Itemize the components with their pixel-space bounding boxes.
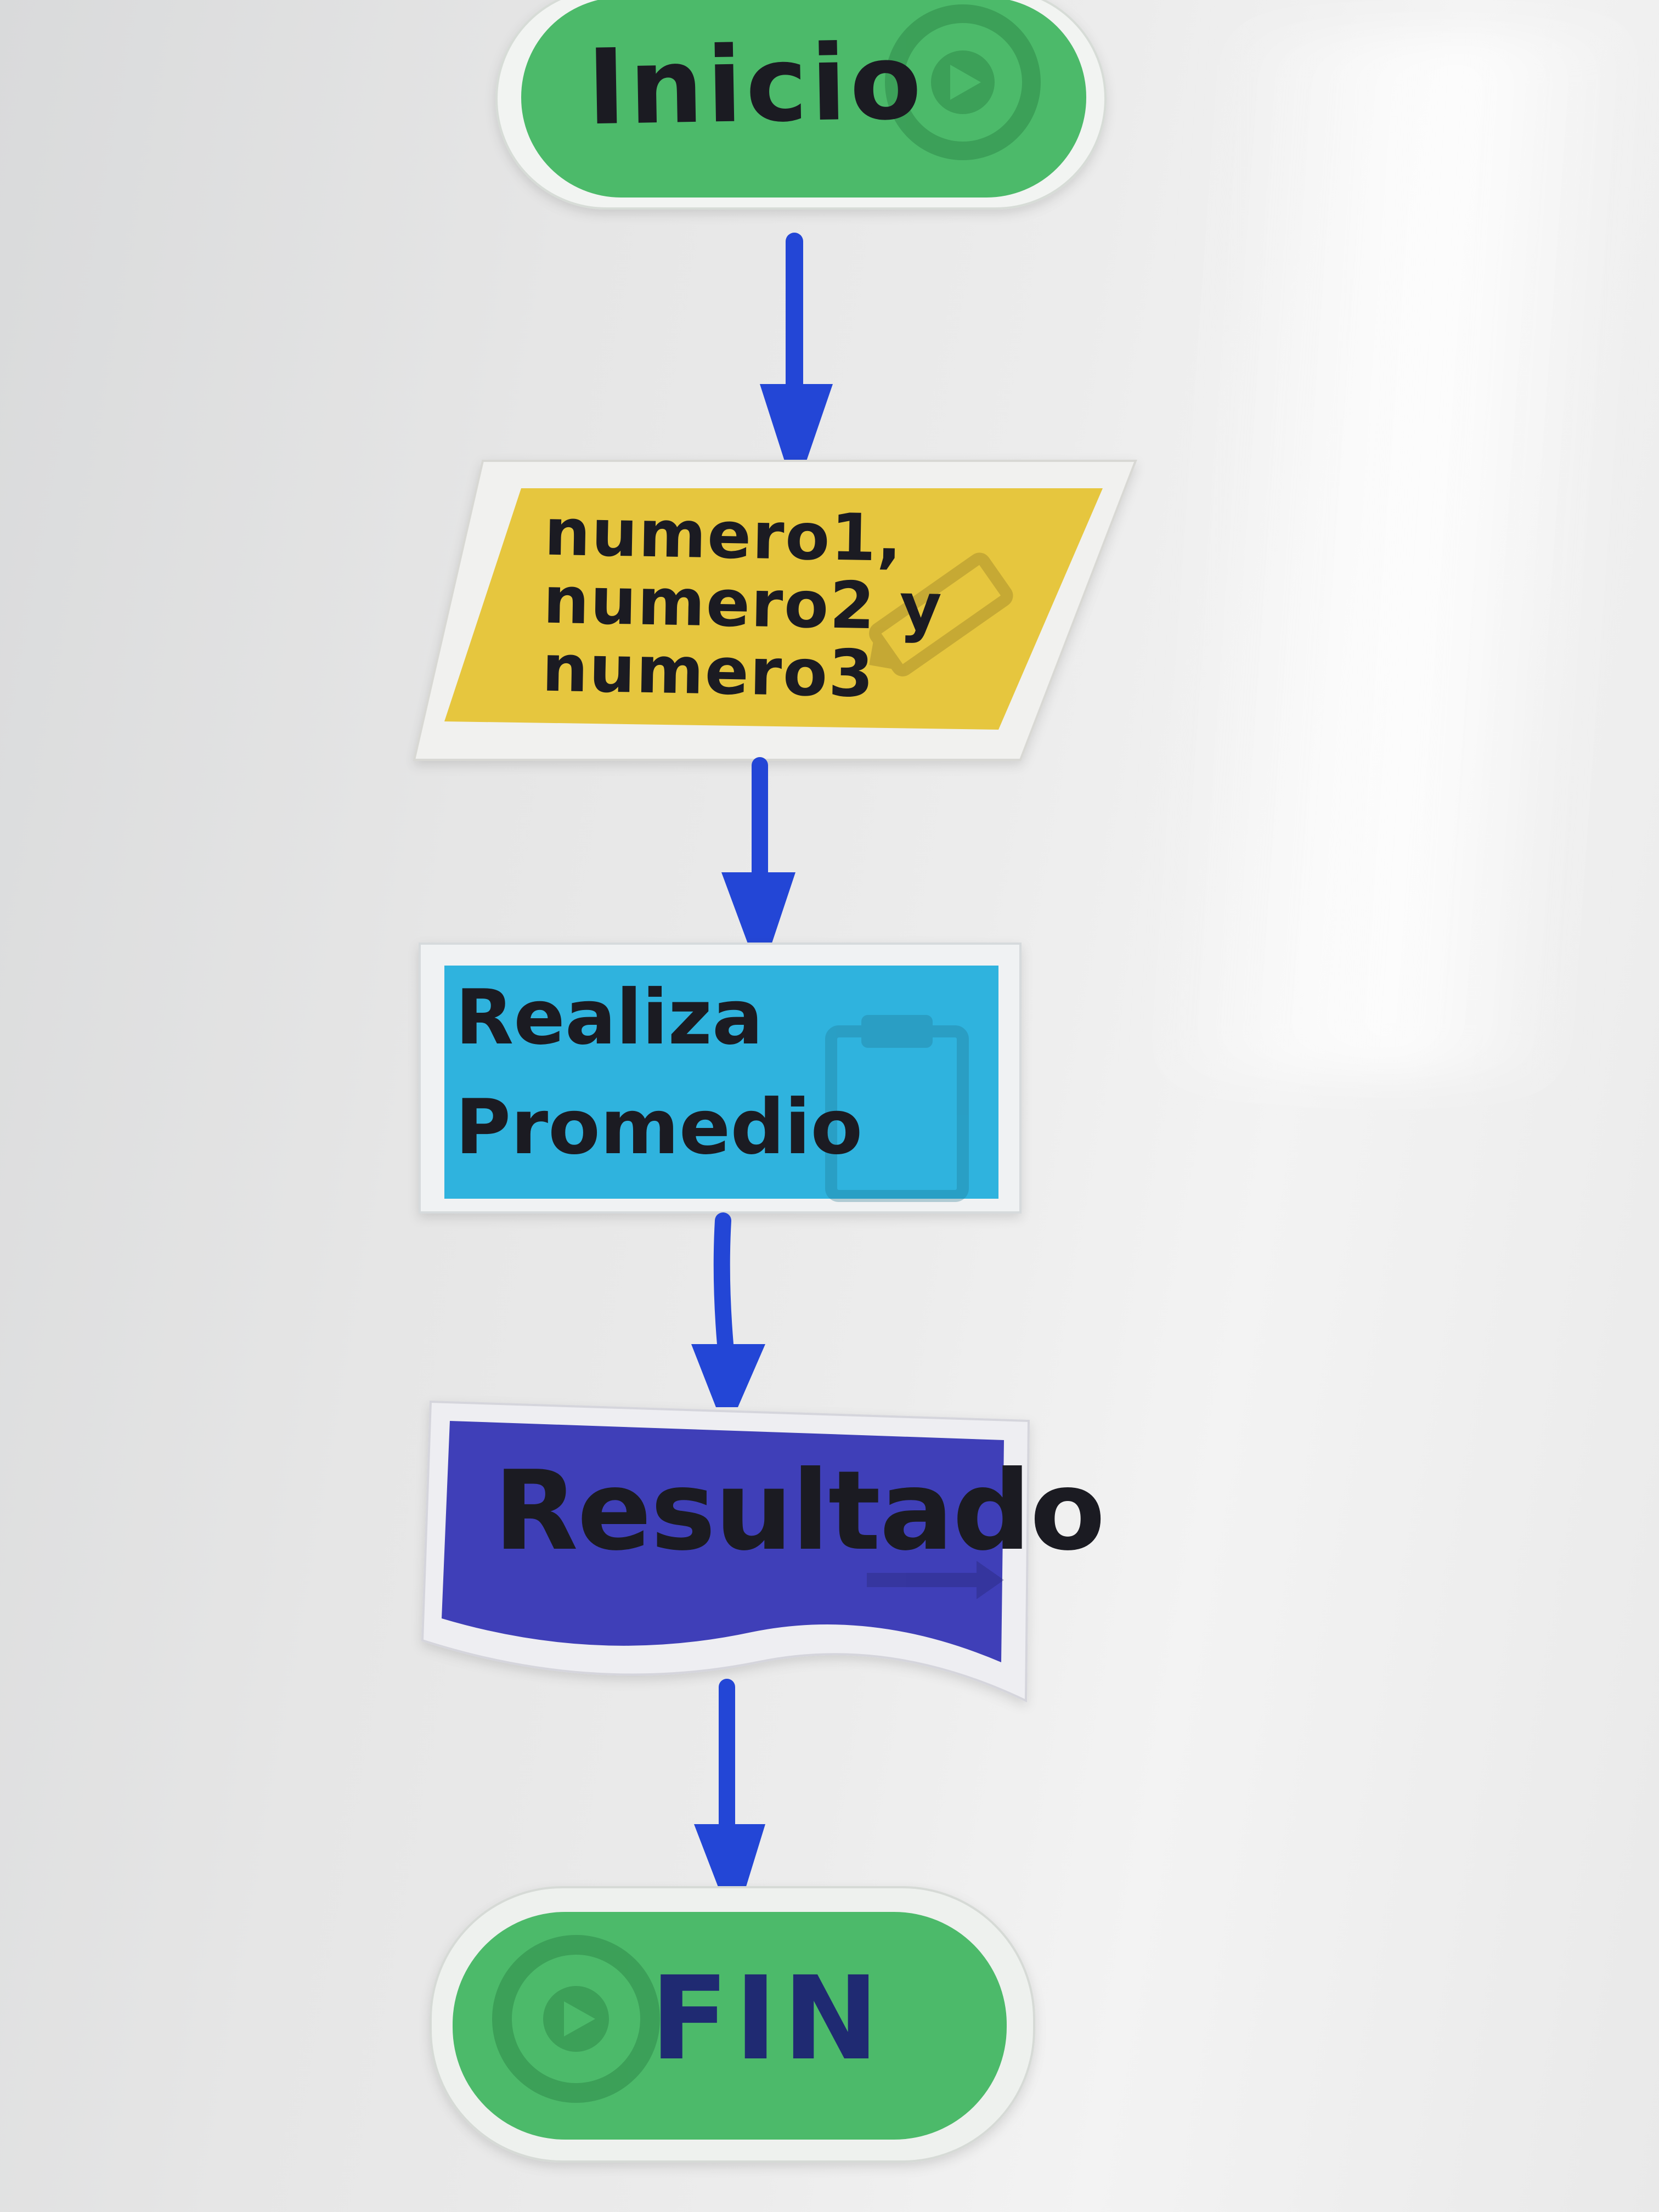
document-shape — [442, 1421, 1004, 1662]
process-label: Realiza Promedio — [455, 973, 863, 1172]
play-circle-icon — [492, 1935, 660, 2103]
start-label: Inicio — [586, 21, 926, 149]
play-circle-icon — [885, 4, 1041, 160]
end-label: FIN — [650, 1951, 885, 2086]
flow-arrow — [760, 233, 833, 461]
parallelogram-shape — [444, 488, 1103, 730]
flow-arrow — [691, 1212, 765, 1407]
clipboard-icon — [825, 1015, 969, 1202]
pencil-icon — [869, 552, 1013, 676]
rectangle-shape — [444, 966, 998, 1199]
input-label: numero1, numero2 y numero3 — [541, 494, 944, 712]
input-node — [413, 460, 1137, 761]
end-node — [430, 1886, 1035, 2163]
flow-arrow — [721, 757, 795, 946]
output-label: Resultado — [494, 1447, 1105, 1575]
arrow-icon — [867, 1561, 1004, 1599]
flow-arrow — [694, 1679, 765, 1895]
output-node — [421, 1400, 1030, 1703]
process-node — [419, 943, 1022, 1214]
start-node — [495, 0, 1107, 210]
